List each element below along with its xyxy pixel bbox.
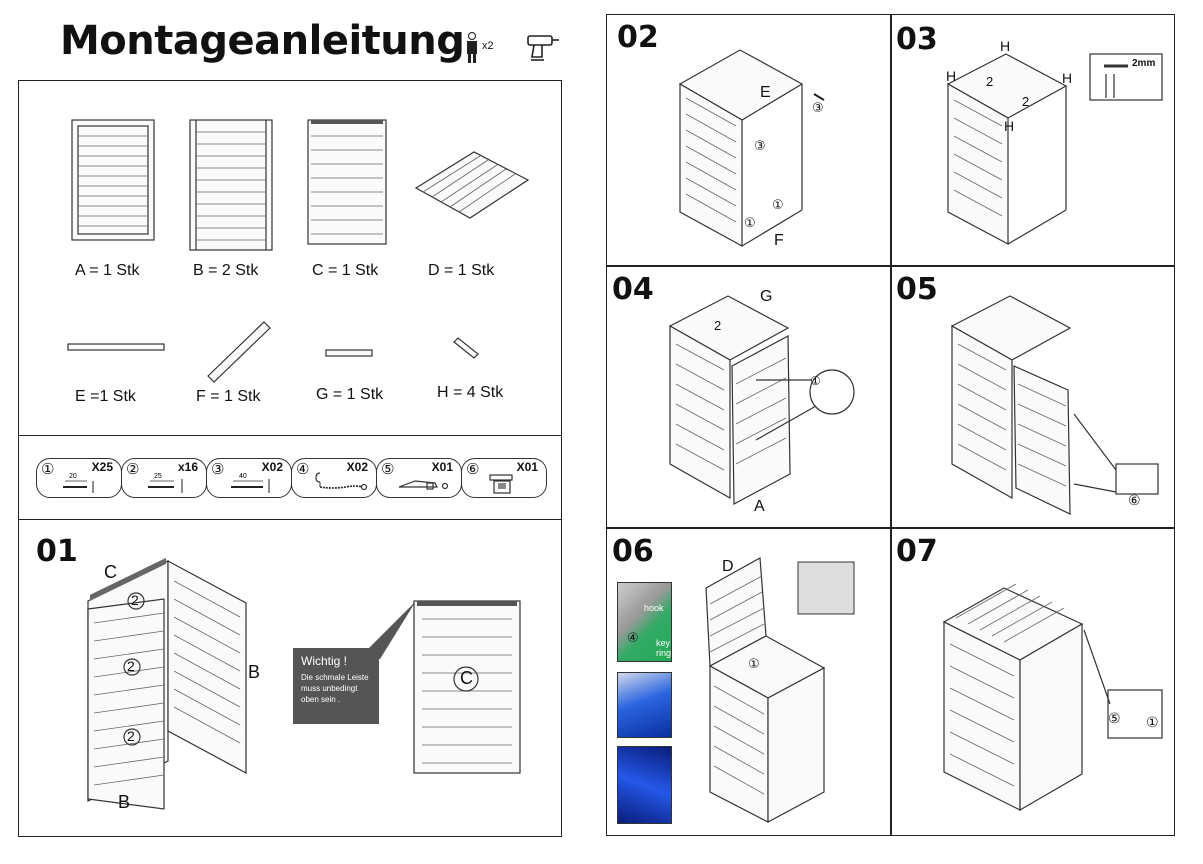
step-03-h-label: H <box>1062 70 1073 86</box>
photo-ring-label: ring <box>656 648 672 658</box>
part-label-g: G = 1 Stk <box>316 386 384 403</box>
step-03-gap-label: 2mm <box>1132 58 1156 69</box>
step-02-label: 02 <box>617 20 659 55</box>
steps-drawings <box>668 49 1163 824</box>
step-04-label: 04 <box>612 272 654 307</box>
photo-marker: ④ <box>627 630 639 645</box>
photo-chain-detail <box>617 746 672 824</box>
step-01-screw-marker: 2 <box>127 728 135 744</box>
step-01-b-right-label: B <box>248 662 261 682</box>
hardware-quantity: X01 <box>516 460 538 474</box>
part-label-e: E =1 Stk <box>75 388 136 405</box>
part-label-f: F = 1 Stk <box>196 388 261 405</box>
photo-hook-keyring <box>617 582 672 662</box>
part-label-d: D = 1 Stk <box>428 262 495 279</box>
photo-chain-lid <box>617 672 672 738</box>
part-label-c: C = 1 Stk <box>312 262 379 279</box>
step-02-screw-marker: ① <box>744 215 756 230</box>
step-03-screw-marker: 2 <box>1022 94 1030 109</box>
step-03-h-label: H <box>946 68 957 84</box>
step-03-h-label: H <box>1000 38 1011 54</box>
grid-hline <box>606 265 1175 267</box>
part-label-h: H = 4 Stk <box>437 384 504 401</box>
screw-icon: 25 <box>148 473 183 493</box>
step-02-screw-marker: ③ <box>812 100 824 115</box>
screw-icon: 20 <box>63 473 94 493</box>
latch-icon <box>398 480 449 490</box>
hardware-number: ② <box>126 461 140 478</box>
step-01-screw-marker: 2 <box>131 592 139 608</box>
grid-hline <box>606 527 1175 529</box>
step-03-screw-marker: 2 <box>986 74 994 89</box>
screw-icon: 40 <box>231 473 270 493</box>
photo-hook-label: hook <box>644 603 664 613</box>
bracket-icon <box>489 474 513 494</box>
hardware-item-1: ① X25 20 <box>36 458 122 498</box>
screw-length: 40 <box>239 473 247 480</box>
hardware-number: ① <box>41 461 55 478</box>
important-callout: Wichtig ! Die schmale Leiste muss unbedi… <box>293 648 379 724</box>
screw-length: 25 <box>154 473 162 480</box>
hardware-number: ⑤ <box>381 461 395 478</box>
step-02-screw-marker: ① <box>772 197 784 212</box>
step-06-screw-marker: ① <box>748 656 760 671</box>
persons-count: x2 <box>482 40 494 52</box>
photo-key-label: key <box>656 638 671 648</box>
hardware-quantity: X02 <box>346 460 368 474</box>
step-01-b-left-label: B <box>118 792 131 812</box>
hardware-item-2: ② x16 25 <box>121 458 207 498</box>
grid-vline <box>890 14 892 836</box>
drill-icon <box>524 32 560 67</box>
hardware-quantity: x16 <box>177 460 198 474</box>
step-01-screw-marker: 2 <box>127 658 135 674</box>
step-06-d-label: D <box>722 558 734 575</box>
step-01-label: 01 <box>36 534 78 569</box>
hardware-quantity: X25 <box>91 460 113 474</box>
part-label-a: A = 1 Stk <box>75 262 140 279</box>
page-title: Montageanleitung <box>60 18 465 64</box>
step-02-f-label: F <box>774 232 784 249</box>
step-05-label: 05 <box>896 272 938 307</box>
step-04-screw-marker: 2 <box>714 318 722 333</box>
step-05-bracket-marker: ⑥ <box>1128 492 1141 508</box>
step-01-c-circle-label: C <box>460 668 473 688</box>
hardware-item-4: ④ X02 <box>291 458 377 498</box>
parts-drawings <box>67 119 530 383</box>
step-01-c-label: C <box>104 562 117 582</box>
hardware-quantity: X01 <box>431 460 453 474</box>
hardware-number: ⑥ <box>466 461 480 478</box>
screw-length: 20 <box>69 473 77 480</box>
step-02-e-label: E <box>760 84 771 101</box>
step-02-screw-marker: ③ <box>754 138 766 153</box>
hardware-item-5: ⑤ X01 <box>376 458 462 498</box>
step-04-g-label: G <box>760 288 773 305</box>
step-03-h-label: H <box>1004 118 1015 134</box>
chain-hook-icon <box>315 472 368 491</box>
hardware-number: ③ <box>211 461 225 478</box>
step-07-latch-marker: ⑤ <box>1108 710 1121 726</box>
person-icon <box>463 31 481 69</box>
step-07-screw-marker: ① <box>1146 714 1159 730</box>
step-06-label: 06 <box>612 534 654 569</box>
part-label-b: B = 2 Stk <box>193 262 259 279</box>
step-04-screw-marker: ① <box>810 374 821 388</box>
step-01-drawing <box>87 557 521 810</box>
callout-body: Die schmale Leiste muss unbedingt oben s… <box>301 673 369 704</box>
step-04-a-label: A <box>754 498 765 515</box>
step-03-label: 03 <box>896 22 938 57</box>
hardware-item-6: ⑥ X01 <box>461 458 547 498</box>
hardware-number: ④ <box>296 461 310 478</box>
step-07-label: 07 <box>896 534 938 569</box>
hardware-item-3: ③ X02 40 <box>206 458 292 498</box>
callout-title: Wichtig ! <box>301 654 348 668</box>
hardware-quantity: X02 <box>261 460 283 474</box>
